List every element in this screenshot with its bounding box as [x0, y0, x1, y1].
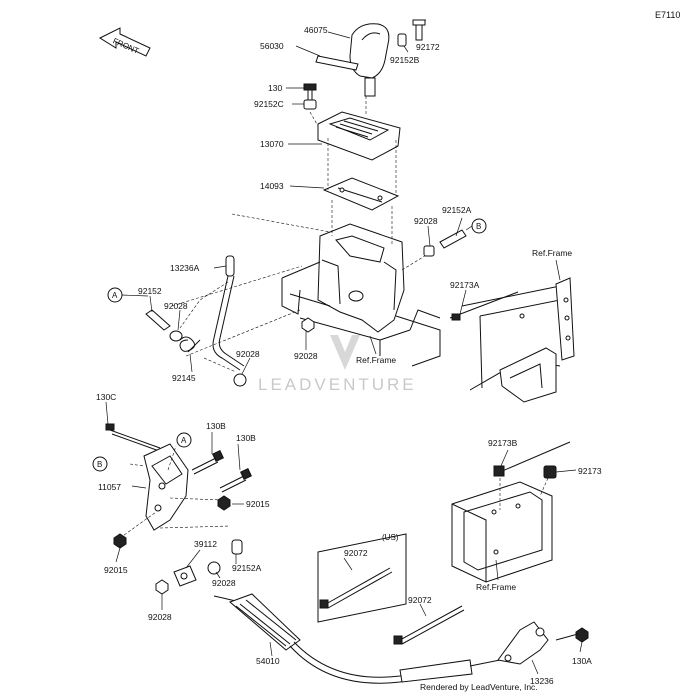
label-92015-a[interactable]: 92015 [246, 499, 270, 509]
bolt-130B-a [191, 450, 224, 475]
label-130B-b[interactable]: 130B [236, 433, 256, 443]
label-13070[interactable]: 13070 [260, 139, 284, 149]
shift-rod-13236A [212, 255, 245, 371]
label-56030[interactable]: 56030 [260, 41, 284, 51]
label-39112[interactable]: 39112 [194, 539, 217, 549]
label-92028-c[interactable]: 92028 [294, 351, 318, 361]
label-92015-b[interactable]: 92015 [104, 565, 128, 575]
render-credit: Rendered by LeadVenture, Inc. [420, 682, 538, 692]
watermark: LEADVENTURE [258, 375, 417, 394]
front-arrow-icon: FRONT [98, 27, 151, 57]
us-inset-box: (US) [317, 533, 407, 623]
plate-14093 [322, 177, 400, 211]
svg-text:B: B [476, 222, 481, 231]
label-130C[interactable]: 130C [96, 392, 116, 402]
cable-tie-92072-a [319, 567, 393, 609]
spring-92145 [179, 336, 201, 353]
callout-b-lower: B [92, 456, 108, 472]
callout-a-lower: A [176, 432, 192, 448]
label-92172[interactable]: 92172 [416, 42, 440, 52]
bolt-130A [555, 627, 589, 643]
label-ref-frame-right[interactable]: Ref.Frame [532, 248, 572, 258]
label-13236A[interactable]: 13236A [170, 263, 200, 273]
label-92173[interactable]: 92173 [578, 466, 602, 476]
collar-92028-d [233, 373, 247, 387]
bolt-130B-b [219, 468, 252, 493]
nut-92015-a [217, 495, 231, 511]
collar-92028-e [207, 561, 221, 575]
washer-92028-b [169, 330, 183, 342]
collar-92152C [303, 99, 317, 110]
callout-b-upper: B [471, 218, 487, 234]
label-13236[interactable]: 13236 [530, 676, 554, 686]
shift-cable-54010 [213, 593, 501, 684]
label-92173B[interactable]: 92173B [488, 438, 518, 448]
label-54010[interactable]: 54010 [256, 656, 280, 666]
callout-a-upper: A [107, 287, 123, 303]
bushing-92152B [397, 33, 407, 47]
collar-92028-a [423, 245, 435, 257]
pin-92152A-b [231, 539, 243, 555]
label-46075[interactable]: 46075 [304, 25, 328, 35]
bolt-130C [105, 423, 163, 453]
shift-knob [349, 23, 390, 97]
label-92152B[interactable]: 92152B [390, 55, 420, 65]
label-92145[interactable]: 92145 [172, 373, 196, 383]
label-92072-a[interactable]: 92072 [344, 548, 368, 558]
clamp-92173 [543, 465, 557, 479]
screw-92172 [412, 19, 426, 41]
spacer-92152 [145, 309, 171, 331]
label-92028-a[interactable]: 92028 [414, 216, 438, 226]
svg-text:A: A [112, 291, 118, 300]
label-ref-frame-upper[interactable]: Ref.Frame [356, 355, 396, 365]
label-130[interactable]: 130 [268, 83, 282, 93]
label-92152[interactable]: 92152 [138, 286, 162, 296]
cable-end-13236 [497, 621, 549, 665]
label-92028-b[interactable]: 92028 [164, 301, 188, 311]
diagram-code: E7110 [655, 10, 680, 20]
cable-tie-92173B [493, 441, 571, 477]
watermark-logo-icon [330, 335, 360, 370]
collar-92028-c [301, 317, 315, 333]
label-92072-b[interactable]: 92072 [408, 595, 432, 605]
us-label: (US) [382, 533, 399, 542]
bracket-11057 [143, 443, 189, 531]
frame-section-lower-right [451, 481, 553, 583]
label-92173A[interactable]: 92173A [450, 280, 480, 290]
shift-gate-cover-13070 [317, 111, 401, 161]
label-130B-a[interactable]: 130B [206, 421, 226, 431]
label-92028-e[interactable]: 92028 [212, 578, 236, 588]
cable-end-39112 [173, 565, 197, 587]
shift-bracket-housing [317, 223, 405, 333]
collar-92028-f [155, 579, 169, 595]
label-92028-d[interactable]: 92028 [236, 349, 260, 359]
cable-tie-92072-b [393, 605, 465, 645]
knob-plate-56030 [315, 55, 359, 71]
frame-section-upper [281, 261, 441, 367]
label-14093[interactable]: 14093 [260, 181, 284, 191]
svg-text:A: A [181, 436, 187, 445]
svg-text:B: B [97, 460, 102, 469]
label-ref-frame-lower[interactable]: Ref.Frame [476, 582, 516, 592]
nut-92015-b [113, 533, 127, 549]
label-92152A-a[interactable]: 92152A [442, 205, 472, 215]
label-92152A-b[interactable]: 92152A [232, 563, 262, 573]
label-130A[interactable]: 130A [572, 656, 592, 666]
label-92152C[interactable]: 92152C [254, 99, 284, 109]
label-92028-f[interactable]: 92028 [148, 612, 172, 622]
pin-92152A-a [439, 229, 467, 249]
cable-tie-92173A [449, 291, 519, 321]
frame-section-right [461, 277, 575, 403]
label-11057[interactable]: 11057 [98, 482, 121, 492]
